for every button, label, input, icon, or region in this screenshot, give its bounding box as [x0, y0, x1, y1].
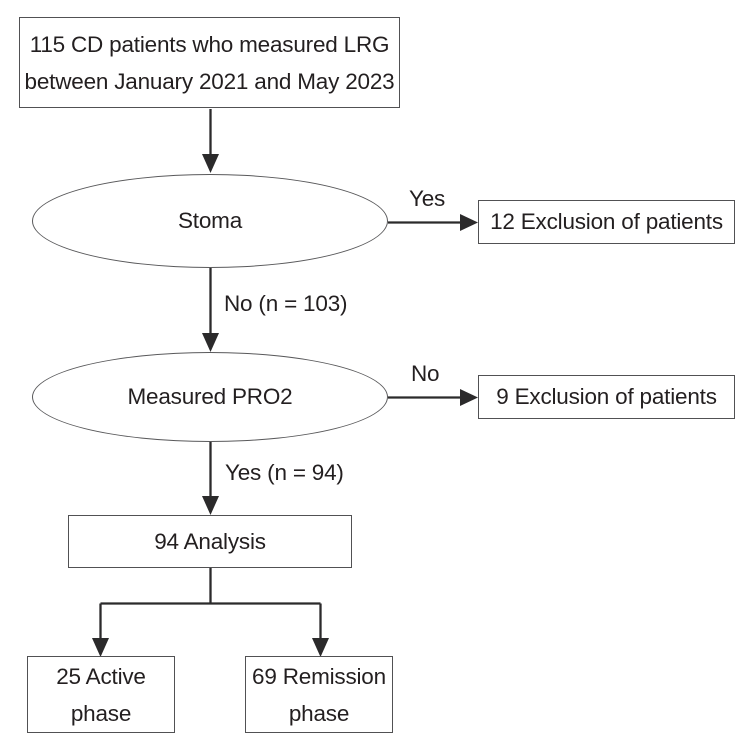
- node-stoma-label: Stoma: [177, 208, 243, 233]
- node-exclusion-stoma-label: 12 Exclusion of patients: [490, 209, 723, 234]
- node-analysis-label: 94 Analysis: [154, 528, 266, 554]
- edge-label-pro2-yes: Yes (n = 94): [225, 460, 344, 486]
- arrow-pro2-to-analysis: [202, 442, 219, 515]
- arrow-stoma-to-pro2: [202, 268, 219, 352]
- node-start-line1: 115 CD patients who measured LRG: [29, 31, 390, 57]
- edge-label-pro2-no: No: [411, 361, 440, 387]
- node-start-box: 115 CD patients who measured LRG between…: [19, 17, 400, 108]
- branch-analysis-to-phases: [92, 568, 329, 657]
- node-analysis-box: 94 Analysis: [68, 515, 352, 568]
- node-exclusion-stoma-box: 12 Exclusion of patients: [478, 200, 735, 244]
- node-exclusion-pro2-box: 9 Exclusion of patients: [478, 375, 735, 419]
- node-active-phase-box: 25 Active phase: [27, 656, 175, 733]
- node-remission-phase-line1: 69 Remission: [252, 663, 386, 689]
- node-exclusion-pro2-label: 9 Exclusion of patients: [496, 384, 717, 409]
- node-start-line2: between January 2021 and May 2023: [24, 68, 395, 94]
- node-pro2-ellipse: Measured PRO2: [32, 352, 388, 442]
- node-remission-phase-line2: phase: [288, 700, 350, 726]
- node-active-phase-line2: phase: [70, 700, 132, 726]
- edge-label-stoma-no: No (n = 103): [224, 291, 348, 317]
- arrow-pro2-to-exclusion: [388, 389, 478, 406]
- node-stoma-ellipse: Stoma: [32, 174, 388, 268]
- node-active-phase-line1: 25 Active: [56, 663, 146, 689]
- edge-label-stoma-yes: Yes: [409, 186, 446, 212]
- node-remission-phase-box: 69 Remission phase: [245, 656, 393, 733]
- arrow-start-to-stoma: [202, 109, 219, 173]
- arrow-stoma-to-exclusion: [388, 214, 478, 231]
- node-pro2-label: Measured PRO2: [127, 384, 293, 409]
